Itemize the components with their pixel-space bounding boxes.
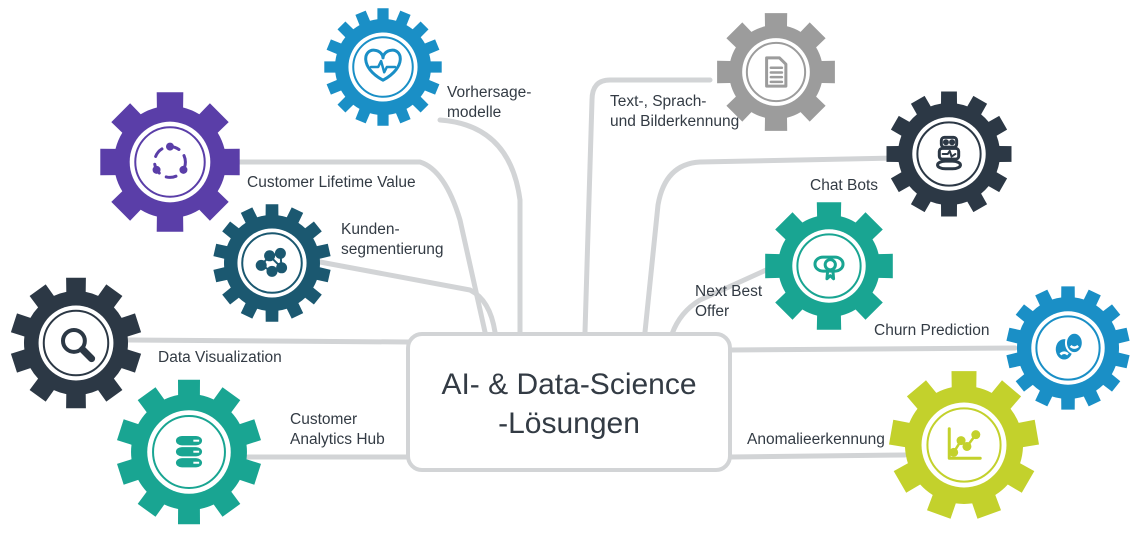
gear-nodes [10, 8, 1130, 525]
line-chart-icon [947, 427, 982, 460]
document-icon [765, 56, 788, 88]
connector-clv [219, 159, 488, 335]
node-text [717, 13, 835, 131]
node-nbo [765, 202, 893, 330]
label-kunden: Kunden-segmentierung [341, 221, 444, 258]
node-clv [100, 92, 240, 232]
center-title-line1: AI- & Data-Science [441, 368, 696, 401]
label-anomalie: Anomalieerkennung [747, 431, 885, 448]
connector-text [582, 77, 713, 335]
label-line: Text-, Sprach- [610, 93, 706, 110]
label-clv: Customer Lifetime Value [247, 174, 416, 191]
label-line: Next Best [695, 283, 763, 300]
label-line: Chat Bots [810, 177, 878, 194]
label-line: Anomalieerkennung [747, 431, 885, 448]
connector-dataviz [125, 337, 411, 345]
label-chatbots: Chat Bots [810, 177, 878, 194]
connector-chatbots [642, 155, 898, 335]
node-anomalie [889, 371, 1039, 519]
node-hub [117, 379, 261, 525]
magnifier-icon [61, 328, 96, 363]
heart-pulse-icon [364, 48, 402, 82]
node-churn [1006, 286, 1130, 410]
connector-churn [727, 345, 1018, 353]
node-labels: Vorhersage-modelle Text-, Sprach-und Bild… [158, 84, 989, 448]
connector-anomalie [727, 452, 908, 460]
label-line: Kunden- [341, 221, 400, 238]
label-line: Vorhersage- [447, 84, 531, 101]
node-dataviz [10, 277, 142, 409]
label-dataviz: Data Visualization [158, 349, 282, 366]
label-text: Text-, Sprach-und Bilderkennung [610, 93, 739, 130]
label-line: Customer Lifetime Value [247, 174, 416, 191]
node-chatbots [886, 91, 1012, 217]
robot-icon [936, 135, 962, 171]
connector-kunden [317, 259, 498, 335]
theater-masks-icon [1055, 331, 1084, 360]
label-line: und Bilderkennung [610, 113, 739, 130]
connector-lines [125, 77, 1018, 460]
node-vorhersage [324, 8, 442, 126]
certificate-icon [813, 255, 845, 281]
connector-nbo [669, 263, 778, 337]
label-line: Offer [695, 303, 729, 320]
center-title-line2: -Lösungen [498, 407, 640, 440]
label-line: Data Visualization [158, 349, 282, 366]
database-icon [175, 436, 203, 468]
center-box: AI- & Data-Science -Lösungen [406, 332, 732, 472]
node-kunden [213, 204, 331, 322]
label-line: segmentierung [341, 241, 444, 258]
label-line: modelle [447, 104, 501, 121]
label-line: Churn Prediction [874, 322, 989, 339]
label-vorhersage: Vorhersage-modelle [447, 84, 531, 121]
network-icon [255, 247, 288, 277]
label-line: Analytics Hub [290, 431, 385, 448]
cycle-arrows-icon [152, 142, 188, 179]
label-line: Customer [290, 411, 357, 428]
label-churn: Churn Prediction [874, 322, 989, 339]
connector-vorhersage [437, 117, 523, 335]
